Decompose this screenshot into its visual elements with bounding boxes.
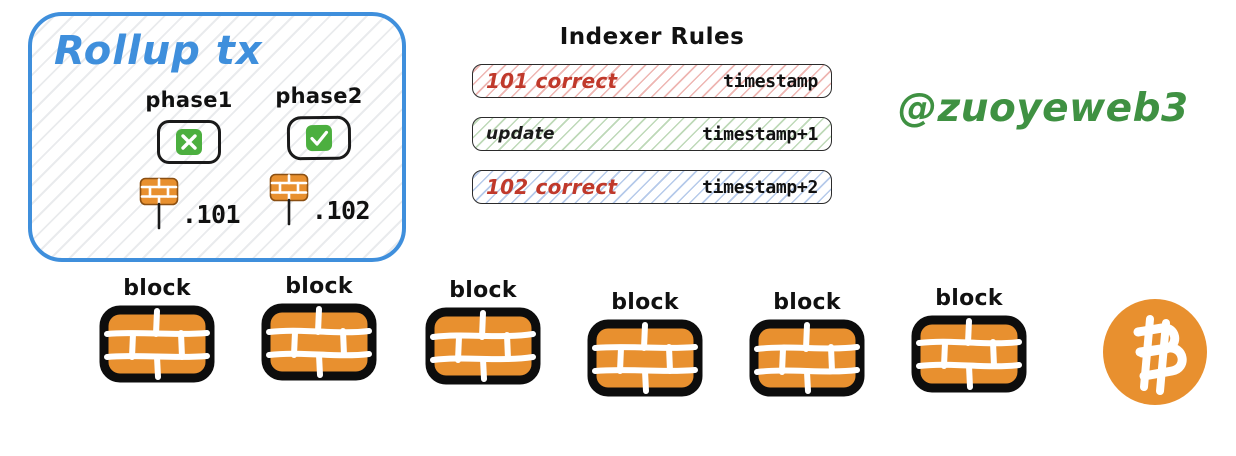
brick-pin-icon xyxy=(138,176,180,232)
block-item: block xyxy=(260,274,378,381)
phase-group-1: phase1 xyxy=(124,88,254,232)
check-mark-button-icon xyxy=(305,124,333,152)
rule-right-text: timestamp xyxy=(723,70,818,92)
phase2-pin-row: .102 xyxy=(254,172,384,228)
phase-group-2: phase2 xyxy=(254,84,384,228)
rule-right-text: timestamp+2 xyxy=(702,176,818,198)
block-item: block xyxy=(586,290,704,397)
block-label: block xyxy=(449,278,517,303)
brick-pin-icon xyxy=(268,172,310,228)
block-label: block xyxy=(935,286,1003,311)
rollup-tx-panel: Rollup tx phase1 xyxy=(28,12,406,262)
phase1-pin-label: .101 xyxy=(181,200,241,229)
block-item: block xyxy=(748,290,866,397)
phase2-pin-label: .102 xyxy=(311,196,371,225)
rule-left-text: update xyxy=(486,124,555,144)
phase1-label: phase1 xyxy=(145,88,233,112)
block-item: block xyxy=(98,276,216,383)
brick-wall-icon xyxy=(99,305,215,383)
block-label: block xyxy=(285,274,353,299)
phase2-status-box xyxy=(286,115,352,161)
rollup-tx-title: Rollup tx xyxy=(54,28,263,74)
indexer-rule-row: update timestamp+1 xyxy=(472,117,832,151)
block-label: block xyxy=(773,290,841,315)
cross-mark-button-icon xyxy=(176,129,202,155)
phase1-status-box xyxy=(157,120,221,164)
brick-wall-icon xyxy=(749,319,865,397)
indexer-rules-section: Indexer Rules 101 correct timestamp upda… xyxy=(472,24,832,223)
block-item: block xyxy=(910,286,1028,393)
brick-wall-icon xyxy=(425,307,541,385)
brick-wall-icon xyxy=(911,315,1027,393)
block-item: block xyxy=(424,278,542,385)
author-handle: @zuoyeweb3 xyxy=(898,86,1189,131)
indexer-rules-title: Indexer Rules xyxy=(559,24,745,50)
rule-right-text: timestamp+1 xyxy=(702,123,818,145)
brick-wall-icon xyxy=(587,319,703,397)
indexer-rule-row: 102 correct timestamp+2 xyxy=(472,170,832,204)
block-label: block xyxy=(611,290,679,315)
bitcoin-logo-icon xyxy=(1103,299,1207,405)
block-chain-row: block block xyxy=(0,272,1236,402)
block-label: block xyxy=(123,276,191,301)
rule-left-text: 101 correct xyxy=(486,69,618,93)
phase2-label: phase2 xyxy=(275,84,363,108)
phase1-pin-row: .101 xyxy=(124,176,254,232)
brick-wall-icon xyxy=(261,303,377,381)
indexer-rule-row: 101 correct timestamp xyxy=(472,64,832,98)
rule-left-text: 102 correct xyxy=(486,175,618,199)
